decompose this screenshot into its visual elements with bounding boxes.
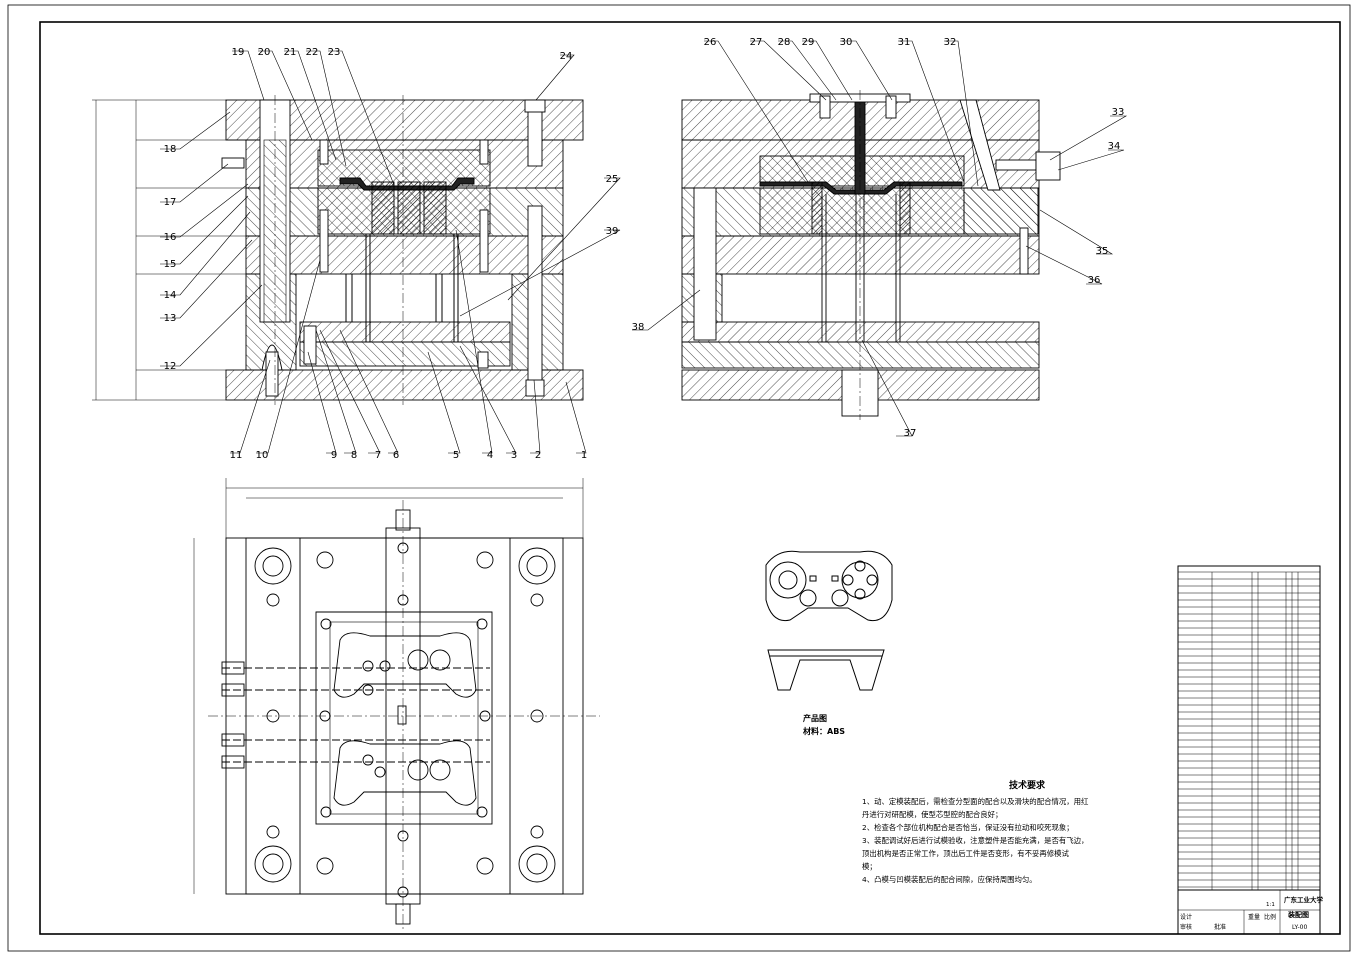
part-balloon-5: 5 [453, 450, 459, 461]
product-view [765, 550, 893, 691]
check-label: 审核 [1180, 924, 1193, 931]
left-leaders [160, 50, 621, 454]
product-label: 产品图 [803, 714, 827, 723]
part-balloon-32: 32 [944, 37, 957, 48]
part-balloon-31: 31 [898, 37, 911, 48]
part-balloon-16: 16 [164, 232, 177, 243]
part-balloon-13: 13 [164, 313, 177, 324]
tech-requirements-title: 技术要求 [1008, 781, 1045, 791]
tech-item: 4、凸模与凹模装配后的配合间隙，应保持周围均匀。 [862, 875, 1037, 884]
part-balloon-23: 23 [328, 47, 341, 58]
part-balloon-19: 19 [232, 47, 245, 58]
designer-label: 设计 [1180, 914, 1193, 921]
part-balloon-11: 11 [230, 450, 243, 461]
part-balloon-21: 21 [284, 47, 297, 58]
left-section-view [92, 95, 584, 405]
part-balloon-7: 7 [375, 450, 381, 461]
right-section-view [681, 90, 1061, 420]
part-balloon-37: 37 [904, 428, 917, 439]
part-balloon-2: 2 [535, 450, 541, 461]
drawing-title: 装配图 [1288, 911, 1309, 919]
drawing-number: LY-00 [1292, 924, 1308, 931]
part-balloon-35: 35 [1096, 246, 1109, 257]
part-balloon-29: 29 [802, 37, 815, 48]
part-balloon-34: 34 [1108, 141, 1121, 152]
approve-label: 批准 [1214, 924, 1227, 931]
tech-item: 丹进行对研配模，使型芯型腔的配合良好； [862, 810, 1003, 819]
plan-view [193, 478, 600, 930]
bom-table [1177, 565, 1321, 935]
part-balloon-8: 8 [351, 450, 357, 461]
part-balloon-20: 20 [258, 47, 271, 58]
part-balloon-15: 15 [164, 259, 177, 270]
part-balloon-24: 24 [560, 51, 573, 62]
part-balloon-36: 36 [1088, 275, 1101, 286]
part-balloon-22: 22 [306, 47, 319, 58]
part-balloon-25: 25 [606, 174, 619, 185]
part-balloon-30: 30 [840, 37, 853, 48]
part-balloon-26: 26 [704, 37, 717, 48]
part-balloon-33: 33 [1112, 107, 1125, 118]
tech-item: 模； [862, 862, 877, 871]
tech-item: 1、动、定模装配后，需检查分型面的配合以及滑块的配合情况，用红 [862, 797, 1089, 806]
part-balloon-9: 9 [331, 450, 337, 461]
tech-requirements: 技术要求 1、动、定模装配后，需检查分型面的配合以及滑块的配合情况，用红 丹进行… [862, 780, 1192, 886]
product-caption: 产品图 材料：ABS [803, 712, 845, 738]
product-material: 材料：ABS [803, 727, 846, 736]
school-name: 广东工业大学 [1284, 896, 1323, 904]
right-leaders [632, 40, 1128, 437]
scale-label: 比例 [1264, 914, 1277, 921]
part-balloon-10: 10 [256, 450, 269, 461]
weight-label: 重量 [1248, 914, 1261, 921]
tech-item: 3、装配调试好后进行试模验收，注意塑件是否能充满，是否有飞边， [862, 836, 1089, 845]
part-balloon-27: 27 [750, 37, 763, 48]
drawing-scale: 1:1 [1266, 902, 1275, 908]
part-balloon-39: 39 [606, 226, 619, 237]
part-balloon-4: 4 [487, 450, 493, 461]
part-balloon-17: 17 [164, 197, 177, 208]
part-balloon-6: 6 [393, 450, 399, 461]
tech-item: 顶出机构是否正常工作，顶出后工件是否变形，有不妥再修模试 [862, 849, 1069, 858]
tech-item: 2、检查各个部位机构配合是否恰当，保证没有拉动和咬死现象； [862, 823, 1074, 832]
part-balloon-12: 12 [164, 361, 177, 372]
part-balloon-3: 3 [511, 450, 517, 461]
part-balloon-38: 38 [632, 322, 645, 333]
part-balloon-14: 14 [164, 290, 177, 301]
part-balloon-18: 18 [164, 144, 177, 155]
part-balloon-1: 1 [581, 450, 587, 461]
part-balloon-28: 28 [778, 37, 791, 48]
